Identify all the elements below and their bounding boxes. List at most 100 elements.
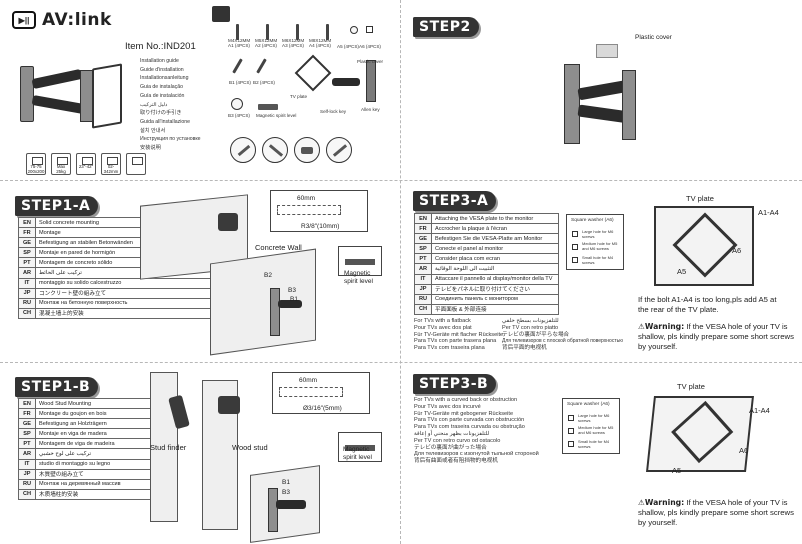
lang-code: CH: [414, 303, 432, 315]
washer-legend-box: Square washer (A6) Large hole for M6 scr…: [562, 398, 620, 454]
lang-text: تركيب على لوح خشبي: [35, 448, 152, 460]
lang-text: Befestigung an Holzträgern: [35, 418, 152, 430]
lang-text: Соединить панель с монитором: [431, 293, 559, 305]
lang-text: التثبيت الى اللوحة الوقائية: [431, 263, 559, 275]
spirit-level-label: Magnetic spirit level: [343, 446, 372, 461]
screwdriver-icon: [262, 137, 288, 163]
spirit-level-icon: [258, 104, 278, 110]
step3b-warning: ⚠Warning: If the VESA hole of your TV is…: [638, 498, 794, 527]
lang-text: Wood Stud Mounting: [35, 397, 152, 410]
extension-icon: 02-342mm: [101, 153, 121, 175]
hw-label-a5: A5 (4PCS): [337, 44, 359, 49]
guide-title: Installation guide: [140, 58, 179, 64]
vesa-icon: 75-75 200x200: [26, 153, 46, 175]
lang-text: Attaching the VESA plate to the monitor: [431, 212, 559, 225]
step1b-title: STEP1-B: [15, 377, 99, 397]
lang-text: 木質壁の組み立て: [35, 468, 152, 480]
guide-title: 설치 안내서: [140, 127, 166, 134]
screw-icon: [296, 24, 299, 40]
step1a-title: STEP1-A: [15, 196, 99, 216]
step3a-title: STEP3-A: [413, 191, 497, 211]
guide-title: Guide d'installation: [140, 66, 184, 73]
drill-size-label: Ø3/16"(5mm): [303, 405, 342, 412]
b1-label: B1: [282, 479, 290, 486]
arm-diagram: [332, 78, 360, 90]
warning-icon: ⚠: [638, 498, 645, 507]
lang-text: 木质墙柱的安装: [35, 488, 152, 500]
a1-a4-label: A1-A4: [749, 406, 770, 415]
washer-title: Square washer (A6): [571, 218, 614, 223]
lang-code: FR: [414, 223, 432, 235]
lang-code: IT: [18, 458, 36, 470]
lang-text: Монтаж на деревянный массив: [35, 478, 152, 490]
step2-title: STEP2: [413, 17, 479, 37]
lang-text: コンクリート壁の組み立て: [35, 287, 238, 299]
hw-label-a2: M5X12MM A2 (4PCS): [255, 38, 278, 49]
hw-label-a3: M6X12MM A3 (4PCS): [282, 38, 305, 49]
lang-text: Монтаж на бетонную поверхность: [35, 297, 238, 309]
spirit-level-icon: [345, 259, 375, 265]
b3-label: B3: [288, 287, 296, 294]
washer-title: Square washer (A6): [567, 402, 610, 407]
hw-label-b3: B3 (4PCS): [228, 113, 250, 118]
lang-code: PT: [18, 257, 36, 269]
play-pause-icon: ▶||: [12, 11, 36, 29]
hw-label-tv-plate: TV plate: [290, 94, 308, 99]
lang-text: Attaccare il pannello al display/monitor…: [431, 273, 559, 285]
drill-icon: [218, 213, 238, 231]
guide-title: Guía de instalación: [140, 92, 185, 99]
wrench-icon: [326, 137, 352, 163]
a1-a4-label: A1-A4: [758, 208, 779, 217]
screw-row: [228, 24, 378, 52]
arm-part: [276, 500, 306, 509]
hw-label-a6: A6 (4PCS): [359, 44, 381, 49]
hw-label-a1: M4X12MM A1 (4PCS): [228, 38, 251, 49]
warning-icon: ⚠: [638, 322, 645, 331]
spec-icons: 75-75 200x200 Max 25kg 23"-42" 02-342mm: [26, 153, 146, 175]
bracket-illustration: [18, 52, 123, 142]
stud-finder-label: Stud finder: [150, 443, 187, 452]
lang-code: AR: [18, 267, 36, 279]
brand-logo: ▶|| AV:link: [12, 10, 112, 30]
wood-stud-label: Wood stud: [232, 443, 268, 452]
lang-code: RU: [18, 297, 36, 309]
washer-item: Small hole for M4 screws: [582, 255, 614, 265]
brand-name: AV:link: [42, 10, 112, 30]
spirit-level-icon: [345, 445, 375, 451]
lang-code: CH: [18, 488, 36, 500]
guide-title: دليل التركيب: [140, 101, 168, 108]
washer-item: Medium hole for M5 and M6 screws: [582, 241, 618, 251]
vertical-fold-line: [400, 0, 401, 544]
lang-code: JP: [18, 468, 36, 480]
spacer-icon: [350, 26, 358, 34]
step2-illustration: [560, 44, 646, 164]
item-number: Item No.:IND201: [125, 41, 196, 52]
upper-arm: [31, 68, 83, 90]
a5-label: A5: [677, 267, 687, 276]
guide-title: Guida all'installazione: [140, 118, 191, 125]
lang-code: JP: [414, 283, 432, 295]
a6-label: A6: [732, 246, 742, 255]
wall-plate-diagram: [366, 60, 376, 102]
concrete-wall-label: Concrete Wall: [255, 243, 302, 252]
lang-code: CH: [18, 307, 36, 319]
lang-text: Consider placa com ecran: [431, 253, 559, 265]
lang-code: GE: [414, 233, 432, 245]
tv-back-illustration: [654, 206, 754, 286]
